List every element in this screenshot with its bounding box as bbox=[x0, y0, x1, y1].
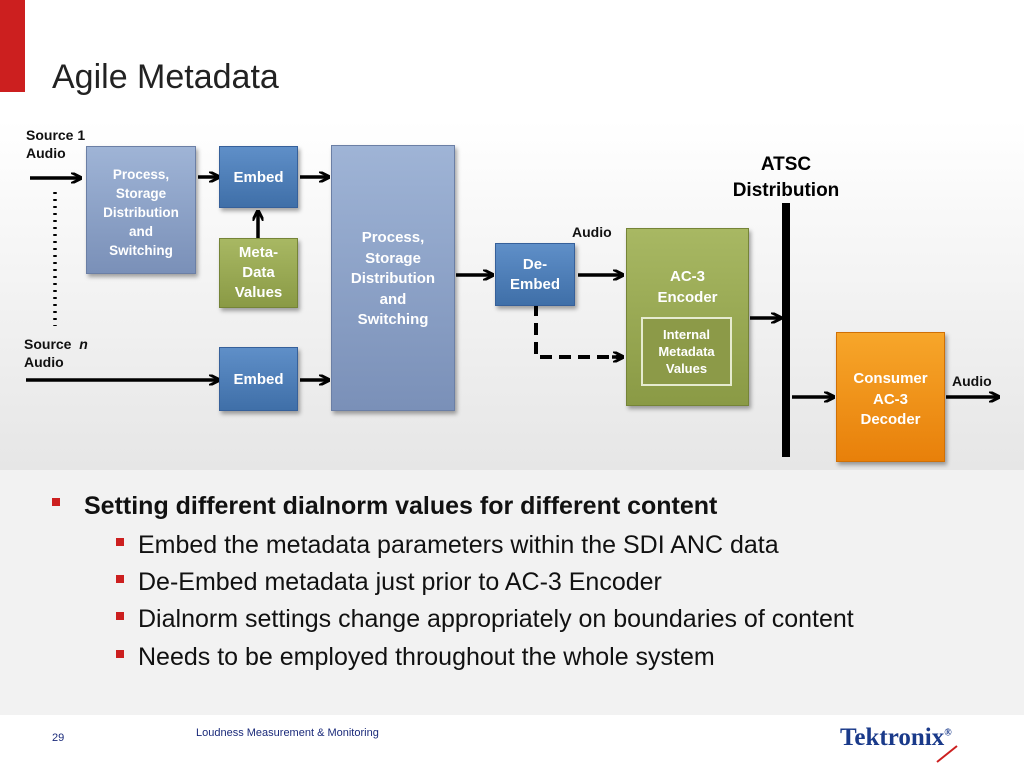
bullet-marker bbox=[116, 612, 124, 621]
box-line: Meta- bbox=[238, 244, 279, 261]
sourcen-label: Source n Audio bbox=[24, 335, 88, 371]
accent-tab bbox=[0, 0, 25, 92]
page-number: 29 bbox=[52, 732, 65, 744]
metadata-values-box: Meta- Data Values bbox=[219, 238, 298, 308]
footer-text: Loudness Measurement & Monitoring bbox=[196, 727, 379, 739]
bullet-main: Setting different dialnorm values for di… bbox=[52, 492, 717, 521]
box-line: Values bbox=[665, 361, 708, 376]
embed-box-bottom: Embed bbox=[219, 347, 298, 411]
sub-bullet-text: Needs to be employed throughout the whol… bbox=[138, 643, 715, 671]
bullet-marker bbox=[116, 538, 124, 547]
box-line: Distribution bbox=[103, 205, 179, 220]
logo-registered-mark: ® bbox=[944, 727, 952, 739]
box-line: and bbox=[379, 290, 407, 308]
box-line: Storage bbox=[365, 249, 421, 267]
box-line: Switching bbox=[109, 243, 173, 258]
sub-bullet: De-Embed metadata just prior to AC-3 Enc… bbox=[116, 568, 662, 597]
box-line: Process, bbox=[361, 229, 425, 246]
audio-in-label: Audio bbox=[572, 224, 612, 240]
logo-text: Tektronix bbox=[840, 724, 945, 751]
atsc-distribution-label: ATSC Distribution bbox=[716, 152, 856, 204]
process-storage-box-small: Process, Storage Distribution and Switch… bbox=[86, 146, 196, 274]
box-line: Storage bbox=[115, 186, 167, 201]
box-line: Embed bbox=[233, 370, 284, 388]
box-line: Distribution bbox=[350, 270, 436, 287]
source1-text: Source 1 bbox=[26, 127, 86, 143]
box-line: Consumer bbox=[853, 370, 928, 387]
sub-bullet: Dialnorm settings change appropriately o… bbox=[116, 605, 854, 634]
bullet-band bbox=[0, 470, 1024, 715]
tektronix-logo: Tektronix® bbox=[840, 724, 952, 752]
box-line: Process, bbox=[112, 167, 170, 182]
box-line: Embed bbox=[509, 275, 560, 293]
audio-out-label: Audio bbox=[952, 373, 992, 389]
consumer-decoder-box: Consumer AC-3 Decoder bbox=[836, 332, 945, 462]
sub-bullet-text: Dialnorm settings change appropriately o… bbox=[138, 605, 854, 633]
bullet-marker bbox=[116, 575, 124, 584]
box-line: Data bbox=[242, 264, 275, 281]
embed-box-top: Embed bbox=[219, 146, 298, 208]
atsc-line1: ATSC bbox=[760, 154, 812, 175]
de-embed-box: De- Embed bbox=[495, 243, 575, 306]
box-line: Embed bbox=[233, 169, 284, 186]
box-line: Switching bbox=[357, 311, 429, 328]
box-line: and bbox=[128, 224, 153, 239]
atsc-distribution-bar bbox=[782, 203, 790, 457]
box-line: De- bbox=[522, 255, 548, 273]
atsc-line2: Distribution bbox=[732, 180, 840, 201]
sub-bullet-text: Embed the metadata parameters within the… bbox=[138, 531, 779, 559]
box-line: Encoder bbox=[657, 288, 718, 306]
internal-metadata-box: Internal Metadata Values bbox=[641, 317, 732, 386]
bullet-marker bbox=[52, 498, 60, 507]
box-line: Decoder bbox=[860, 411, 921, 428]
sourcen-text: Source bbox=[24, 336, 72, 352]
sourcen-audio-text: Audio bbox=[24, 354, 64, 370]
source1-audio-text: Audio bbox=[26, 145, 66, 161]
bullet-main-text: Setting different dialnorm values for di… bbox=[84, 492, 718, 520]
sourcen-italic: n bbox=[79, 336, 88, 352]
dashed-metadata-path bbox=[534, 304, 618, 359]
sub-bullet: Needs to be employed throughout the whol… bbox=[116, 643, 715, 672]
box-line: Metadata bbox=[658, 344, 715, 359]
box-line: AC-3 bbox=[669, 268, 705, 285]
box-line: Values bbox=[234, 284, 283, 301]
slide-title: Agile Metadata bbox=[52, 58, 279, 96]
process-storage-box-large: Process, Storage Distribution and Switch… bbox=[331, 145, 455, 411]
logo-slash-icon bbox=[936, 745, 958, 763]
box-line: AC-3 bbox=[872, 390, 908, 408]
source1-label: Source 1 Audio bbox=[26, 126, 85, 162]
sub-bullet: Embed the metadata parameters within the… bbox=[116, 531, 779, 560]
sub-bullet-text: De-Embed metadata just prior to AC-3 Enc… bbox=[138, 568, 662, 596]
bullet-marker bbox=[116, 650, 124, 659]
box-line: Internal bbox=[663, 327, 710, 342]
